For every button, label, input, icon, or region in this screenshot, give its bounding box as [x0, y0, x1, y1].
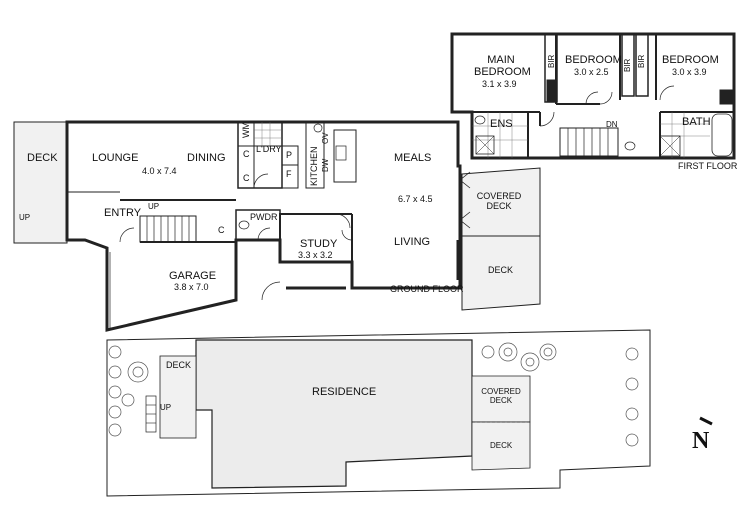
gf-dining-label: DINING [187, 152, 226, 164]
north-arrow [699, 416, 713, 426]
gf-kitchen-label: KITCHEN [309, 146, 319, 186]
site-deck-right-label: DECK [490, 441, 513, 450]
ff-outer-wall [450, 32, 736, 160]
gf-lounge-dim: 4.0 x 7.4 [142, 166, 177, 176]
gf-kitchen-island [333, 129, 357, 183]
gf-meals-dim: 6.7 x 4.5 [398, 194, 433, 204]
north-label: N [692, 428, 710, 454]
gf-entry-label: ENTRY [104, 207, 142, 219]
site-residence [195, 339, 473, 489]
ff-dn-label: DN [606, 120, 618, 129]
site-deck-right [471, 421, 531, 471]
ff-bedroom2-label: BEDROOM [565, 54, 622, 66]
gf-outer-wall [65, 120, 462, 332]
gf-up-stair-label: UP [148, 202, 160, 211]
site-deck-left-label: DECK [166, 360, 192, 370]
gf-up-label: UP [19, 213, 31, 222]
gf-study-dim: 3.3 x 3.2 [298, 250, 333, 260]
ff-bir3-label: BIR [637, 54, 646, 68]
ff-bir-fill-2 [719, 89, 733, 105]
gf-ov-label: OV [321, 132, 330, 144]
ff-title: FIRST FLOOR [678, 161, 738, 171]
site-covered-deck-label: COVERED DECK [481, 387, 521, 405]
gf-wm-label: WM [241, 122, 251, 138]
gf-garage-dim: 3.8 x 7.0 [174, 282, 209, 292]
gf-meals-label: MEALS [394, 152, 432, 164]
gf-deck-left [13, 121, 68, 244]
ff-bath-label: BATH [682, 116, 711, 128]
gf-c1-label: C [243, 149, 250, 159]
gf-dw-label: DW [321, 158, 330, 172]
gf-pwdr-label: PWDR [250, 212, 278, 222]
ff-main-bedroom-label: MAIN BEDROOM [474, 54, 531, 79]
site-residence-label: RESIDENCE [312, 386, 377, 398]
gf-c3-label: C [218, 225, 225, 235]
ff-stair [559, 127, 619, 157]
gf-title: GROUND FLOOR [390, 284, 464, 294]
ff-main-bedroom-dim: 3.1 x 3.9 [482, 79, 517, 89]
site-up-label: UP [160, 403, 172, 412]
ff-bir-fill-1 [546, 79, 558, 103]
gf-c2-label: C [243, 173, 250, 183]
site-boundary [106, 329, 651, 497]
ff-bedroom2-dim: 3.0 x 2.5 [574, 67, 609, 77]
gf-deck-label: DECK [27, 152, 58, 164]
site-trees [108, 342, 639, 447]
ff-bathtub [711, 113, 733, 157]
ff-bedroom3-label: BEDROOM [662, 54, 719, 66]
ff-ens-label: ENS [490, 118, 513, 130]
gf-f-label: F [286, 169, 292, 179]
gf-covered-deck-label: COVERED DECK [476, 191, 522, 211]
ff-bir1-label: BIR [547, 54, 556, 68]
gf-garage-label: GARAGE [169, 270, 217, 282]
site-deck-left [159, 355, 197, 439]
ff-bir2-label: BIR [623, 58, 632, 72]
gf-p-label: P [286, 150, 293, 160]
gf-ldry-label: L'DRY [256, 144, 282, 154]
gf-kitchen-bench [305, 121, 325, 189]
gf-deck-right-label: DECK [488, 265, 514, 275]
ff-bedroom3-dim: 3.0 x 3.9 [672, 67, 707, 77]
gf-living-label: LIVING [394, 236, 431, 248]
gf-study-label: STUDY [300, 238, 338, 250]
gf-lounge-label: LOUNGE [92, 152, 139, 164]
